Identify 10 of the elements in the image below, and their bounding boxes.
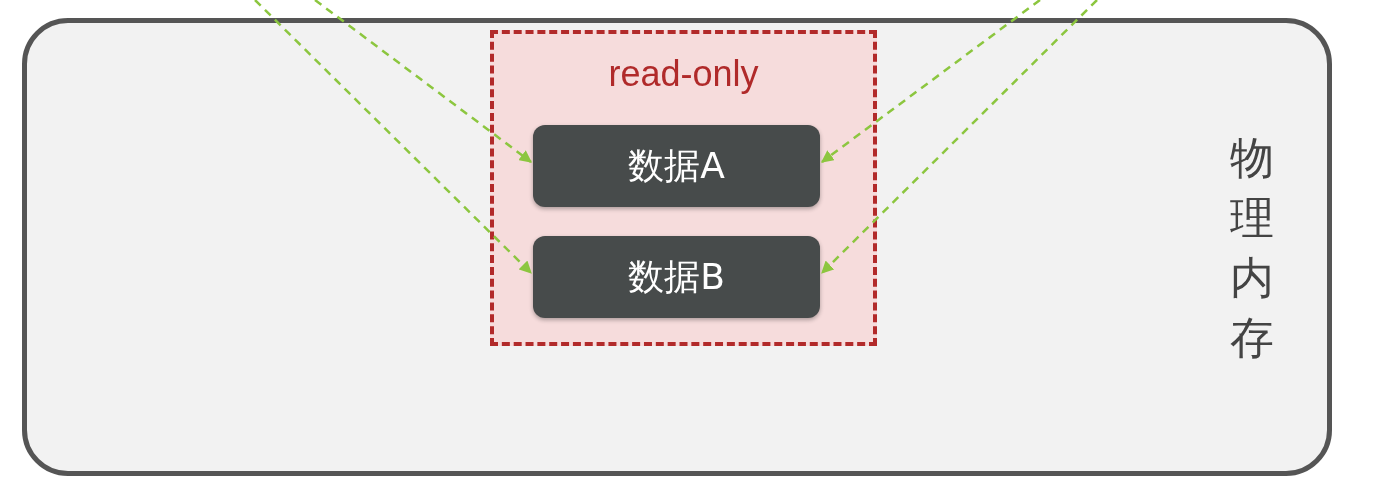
dashed-region [490,30,877,346]
data-box: 数据B [533,236,820,318]
arrow [314,0,532,163]
arrow [821,0,1041,163]
vertical-label: 物理内存 [1229,131,1275,365]
data-box: 数据A [533,125,820,207]
arrow [821,0,1098,274]
memory-box [22,18,1332,476]
arrow [254,0,532,274]
region-title: read-only [607,54,760,94]
